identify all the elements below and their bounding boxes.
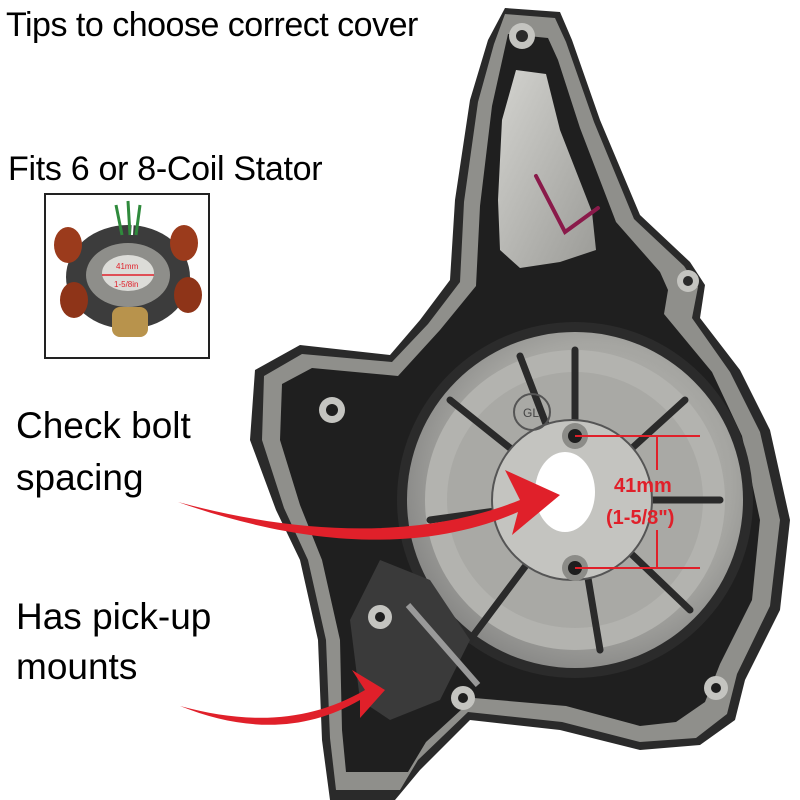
inset-measure-in: 1-5/8in: [114, 280, 138, 289]
cover-marking: GL: [523, 406, 539, 420]
bolt-callout-line2: spacing: [16, 457, 144, 498]
measure-inch-label: (1-5/8"): [606, 507, 674, 529]
measure-mm-label: 41mm: [614, 475, 672, 497]
bolt-arrow: [178, 470, 560, 540]
inset-measure-mm: 41mm: [116, 262, 139, 271]
page-title: Tips to choose correct cover: [6, 6, 418, 44]
inset-caption: Fits 6 or 8-Coil Stator: [8, 150, 323, 188]
pickup-callout-line1: Has pick-up: [16, 596, 212, 637]
pickup-arrow: [180, 670, 385, 725]
bolt-spacing-callout: Check bolt spacing: [16, 400, 191, 504]
bolt-spacing-measure: [575, 435, 700, 569]
bolt-callout-line1: Check bolt: [16, 405, 191, 446]
pickup-mount-callout: Has pick-up mounts: [16, 592, 211, 692]
stator-inset: 41mm 1-5/8in: [44, 193, 210, 359]
pickup-callout-line2: mounts: [16, 646, 138, 687]
stator-illustration: 41mm 1-5/8in: [46, 195, 208, 357]
